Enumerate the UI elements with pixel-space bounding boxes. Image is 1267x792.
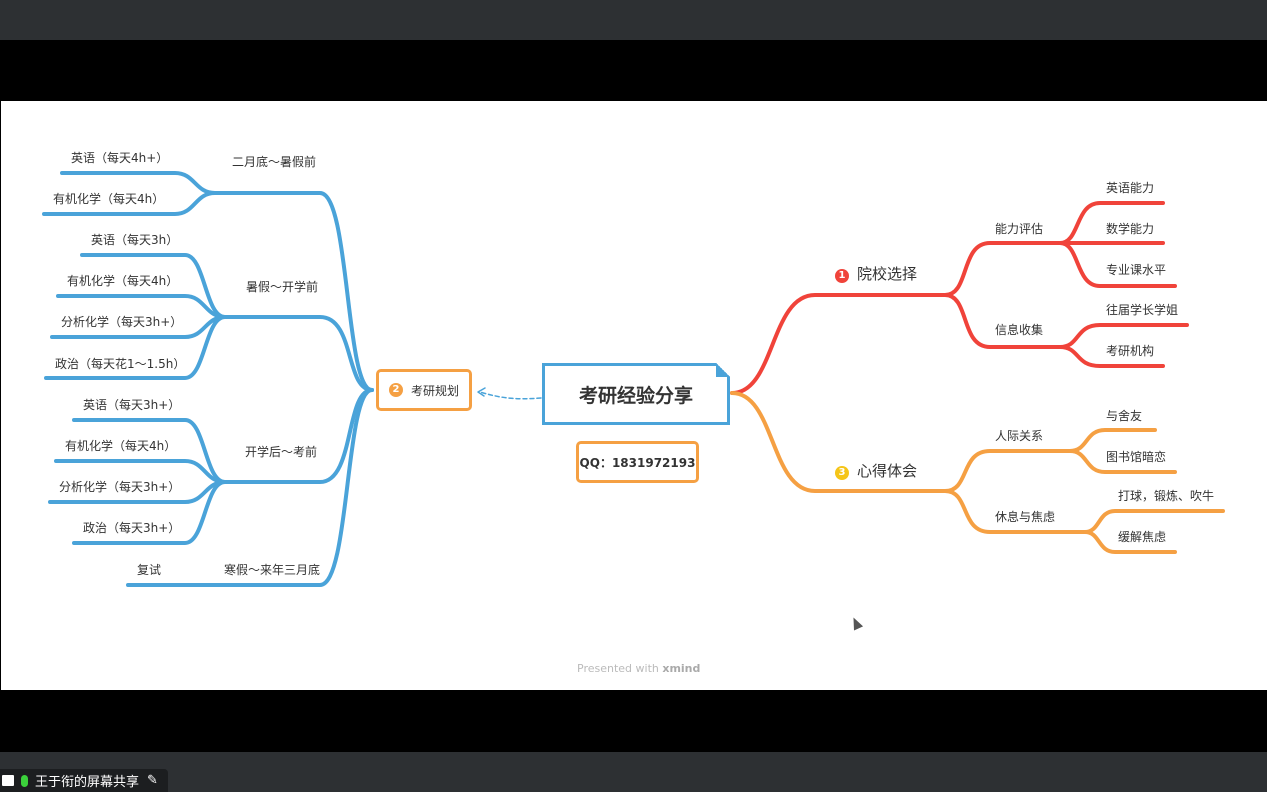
screen-share-icon [2,775,14,786]
insight-topic-label: 心得体会 [857,462,918,480]
period-label[interactable]: 寒假～来年三月底 [224,563,321,577]
period-label[interactable]: 二月底～暑假前 [232,155,317,169]
connector-leaf [1083,530,1177,554]
leaf-label[interactable]: 专业课水平 [1106,263,1167,277]
note-fold-icon [716,363,730,377]
leaf-label[interactable]: 有机化学（每天4h） [65,439,177,453]
connector-group [943,293,1062,349]
group-label[interactable]: 休息与焦虑 [995,510,1056,524]
leaf-label[interactable]: 英语（每天3h+） [83,398,181,412]
leaf-label[interactable]: 缓解焦虑 [1118,530,1167,544]
connector-leaf [1058,241,1177,288]
connector-group [943,241,1062,297]
number-3-icon: 3 [835,466,849,480]
connector-group [943,449,1072,493]
leaf-label[interactable]: 与舍友 [1106,409,1143,423]
share-label: 王于衔的屏幕共享 [35,775,140,790]
connector-leaf [60,171,217,195]
connector-leaf [56,294,227,319]
group-label[interactable]: 信息收集 [995,323,1044,337]
connector-period-1 [213,191,374,392]
qq-topic[interactable]: QQ：1831972193 [576,441,699,483]
footer-brand: xmind [662,662,701,675]
plan-topic-label: 考研规划 [410,383,459,398]
number-2-icon: 2 [388,383,403,397]
leaf-label[interactable]: 有机化学（每天4h） [53,192,165,206]
pencil-icon[interactable]: ✎ [147,773,158,788]
leaf-label[interactable]: 分析化学（每天3h+） [61,315,183,329]
footer-prefix: Presented with [577,662,663,675]
connector-leaf [54,459,227,484]
connector-leaf [44,315,227,380]
leaf-label[interactable]: 往届学长学姐 [1106,303,1179,317]
dashed-arrow [479,391,542,400]
group-label[interactable]: 人际关系 [995,429,1044,443]
leaf-label[interactable]: 分析化学（每天3h+） [59,480,181,494]
connector-leaf [1058,345,1165,368]
screen-share-indicator[interactable]: 王于衔的屏幕共享 ✎ [0,769,168,792]
insight-topic[interactable]: 3 心得体会 [835,462,917,480]
connector-leaf [1068,428,1157,453]
leaf-label[interactable]: 考研机构 [1106,344,1155,358]
plan-topic[interactable]: 2 考研规划 [376,369,472,411]
connector-insight [730,391,947,493]
microphone-icon [21,774,28,787]
connector-school [730,293,947,395]
connector-leaf [72,480,227,545]
period-label[interactable]: 暑假～开学前 [246,280,319,294]
connector-leaf [42,191,217,216]
school-topic-label: 院校选择 [857,265,918,283]
bottom-bar [0,752,1267,792]
leaf-label[interactable]: 政治（每天3h+） [83,521,181,535]
leaf-label[interactable]: 复试 [137,563,162,577]
leaf-label[interactable]: 图书馆暗恋 [1106,450,1167,464]
leaf-label[interactable]: 打球，锻炼、吹牛 [1118,489,1215,503]
central-topic[interactable]: 考研经验分享 [542,363,730,425]
period-label[interactable]: 开学后～考前 [245,445,318,459]
connector-leaf [1068,449,1177,474]
leaf-label[interactable]: 英语（每天4h+） [71,151,169,165]
number-1-icon: 1 [835,269,849,283]
top-bar [0,0,1267,40]
connector-group [943,489,1087,534]
leaf-label[interactable]: 政治（每天花1～1.5h） [55,357,186,371]
connector-leaf [1083,509,1225,534]
xmind-footer: Presented with xmind [577,662,700,675]
leaf-label[interactable]: 英语能力 [1106,181,1155,195]
leaf-label[interactable]: 数学能力 [1106,222,1155,236]
connector-period-2 [223,315,374,392]
arrow-head [477,387,486,397]
leaf-label[interactable]: 英语（每天3h） [91,233,179,247]
connector-period-4 [126,388,374,587]
leaf-label[interactable]: 有机化学（每天4h） [67,274,179,288]
school-topic[interactable]: 1 院校选择 [835,265,917,283]
central-topic-title: 考研经验分享 [578,384,693,407]
group-label[interactable]: 能力评估 [995,222,1044,236]
